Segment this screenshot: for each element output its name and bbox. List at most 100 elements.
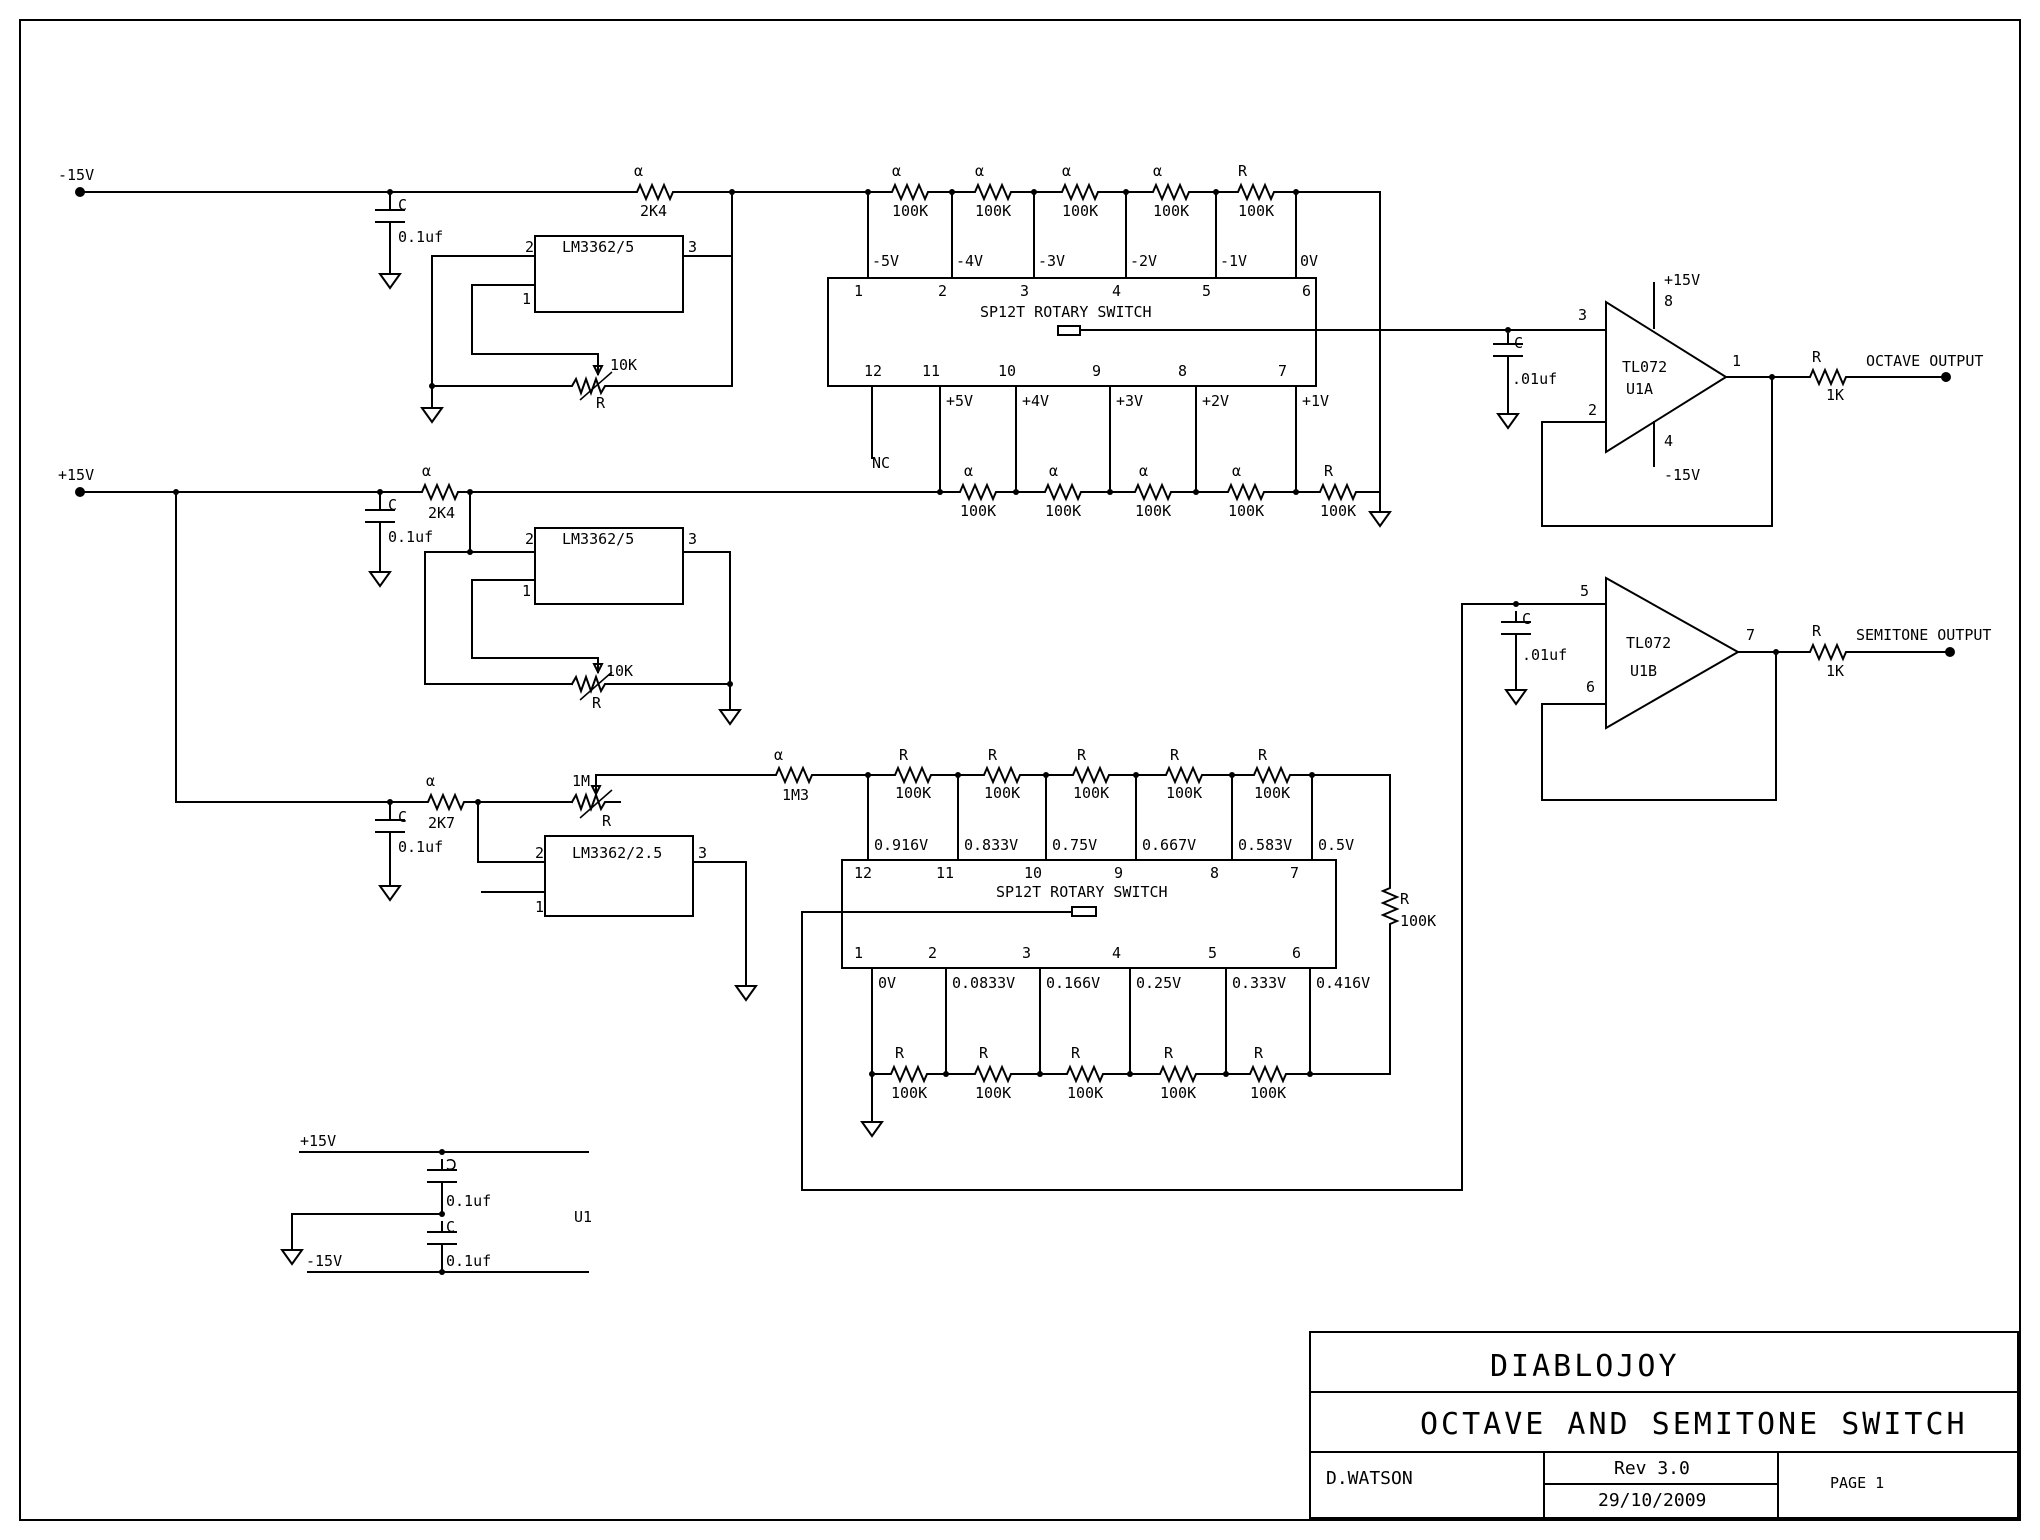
switch-voltage: +4V: [1022, 392, 1049, 410]
drawing-title: OCTAVE AND SEMITONE SWITCH: [1420, 1407, 1968, 1442]
res-name: α: [1139, 462, 1148, 480]
switch-voltage: 0.0833V: [952, 974, 1015, 992]
pin-label: 2: [525, 530, 534, 548]
res-name: α: [634, 162, 643, 180]
switch-pin: 2: [938, 282, 947, 300]
switch-voltage: -1V: [1220, 252, 1247, 270]
opamp-ref: U1B: [1630, 662, 1657, 680]
res-name: α: [1062, 162, 1071, 180]
res-value: 100K: [895, 784, 931, 802]
decoupling-neg-label: -15V: [306, 1252, 342, 1270]
resistor: [966, 1066, 1020, 1082]
title-block: DIABLOJOY OCTAVE AND SEMITONE SWITCH D.W…: [1309, 1331, 2019, 1519]
switch1-title: SP12T ROTARY SWITCH: [980, 303, 1152, 321]
switch-pin: 3: [1022, 944, 1031, 962]
res-value: 2K7: [428, 814, 455, 832]
switch-voltage: 0.833V: [964, 836, 1018, 854]
resistor: [1245, 767, 1299, 783]
resistor: [1036, 484, 1090, 500]
pot-name: R: [602, 812, 612, 830]
resistor: [1058, 1066, 1112, 1082]
rotary-switch-1: [827, 277, 1317, 387]
switch-pin: 1: [854, 944, 863, 962]
switch-voltage: 0.5V: [1318, 836, 1354, 854]
switch-voltage: 0.166V: [1046, 974, 1100, 992]
decoupling-pos-label: +15V: [300, 1132, 336, 1150]
switch-voltage: 0.416V: [1316, 974, 1370, 992]
res-value: 2K4: [640, 202, 667, 220]
pin-label: 1: [535, 898, 544, 916]
switch-voltage: +2V: [1202, 392, 1229, 410]
resistor: [1219, 484, 1273, 500]
res-value: 2K4: [428, 504, 455, 522]
wire: [1295, 191, 1381, 503]
res-value: 100K: [1045, 502, 1081, 520]
resistor: [1157, 767, 1211, 783]
res-name: R: [899, 746, 909, 764]
resistor: [1311, 484, 1365, 500]
switch-pin: 12: [864, 362, 882, 380]
author: D.WATSON: [1326, 1468, 1413, 1489]
res-name: R: [988, 746, 998, 764]
switch-pin: 8: [1178, 362, 1187, 380]
cap-name: C: [1514, 334, 1523, 352]
switch-voltage: 0.583V: [1238, 836, 1292, 854]
pin-label: 2: [1588, 401, 1597, 419]
cap-name: Ↄ: [446, 1156, 457, 1174]
switch-pin: 4: [1112, 944, 1121, 962]
decoupling-section: +15V -15V Ↄ 0.1uf C 0.1uf U1: [281, 1132, 592, 1275]
pos-ref-section: +15V C 0.1uf α 2K4 LM3362/5 2 1 3 10K R: [58, 462, 941, 725]
switch-voltage: 0.916V: [874, 836, 928, 854]
pin-label: 6: [1586, 678, 1595, 696]
resistor: [951, 484, 1005, 500]
cap-value: 0.1uf: [388, 528, 433, 546]
pot-value: 1M: [572, 772, 590, 790]
decoupling-ref: U1: [574, 1208, 592, 1226]
resistor: [883, 184, 937, 200]
switch-pin: 9: [1092, 362, 1101, 380]
switch-voltage: 0.333V: [1232, 974, 1286, 992]
resistor: [886, 767, 940, 783]
res-name: α: [422, 462, 431, 480]
switch-pin: 10: [1024, 864, 1042, 882]
cap-name: C: [398, 196, 407, 214]
revision: Rev 3.0: [1614, 1458, 1690, 1479]
switch-pin: 6: [1292, 944, 1301, 962]
opamp-ref: U1A: [1626, 380, 1653, 398]
cap-name: C: [388, 496, 397, 514]
opamp-u1a: C .01uf 3 2 TL072 U1A +15V 8 4 -15V 1 R …: [1493, 271, 1983, 527]
vplus-label: +15V: [1664, 271, 1700, 289]
res-value: 100K: [1135, 502, 1171, 520]
res-name: R: [1071, 1044, 1081, 1062]
opamp-part: TL072: [1626, 634, 1671, 652]
res-name: α: [892, 162, 901, 180]
res-value: 100K: [892, 202, 928, 220]
switch-pin: 2: [928, 944, 937, 962]
res-value: 100K: [1254, 784, 1290, 802]
pot-value: 10K: [606, 662, 633, 680]
switch2-section: SP12T ROTARY SWITCH 0.916V120.833V110.75…: [801, 603, 1463, 1191]
switch1-wiper: [1057, 325, 1081, 336]
res-value: 100K: [960, 502, 996, 520]
res-name: α: [1232, 462, 1241, 480]
cap-name: C: [398, 808, 407, 826]
res-name: R: [1254, 1044, 1264, 1062]
res-value: 100K: [1160, 1084, 1196, 1102]
rail-neg15-label: -15V: [58, 166, 94, 184]
res-value: 100K: [1153, 202, 1189, 220]
wire: [1311, 774, 1391, 881]
switch-voltage: -2V: [1130, 252, 1157, 270]
switch-voltage: 0.25V: [1136, 974, 1181, 992]
res-value: 1K: [1826, 386, 1844, 404]
vminus-label: -15V: [1664, 466, 1700, 484]
res-name: α: [774, 746, 783, 764]
res-name: R: [1170, 746, 1180, 764]
res-name: R: [1812, 622, 1822, 640]
resistor: [1126, 484, 1180, 500]
reg-lm3362-2-5: [544, 835, 694, 917]
switch-voltage: +5V: [946, 392, 973, 410]
cap-value: 0.1uf: [398, 228, 443, 246]
